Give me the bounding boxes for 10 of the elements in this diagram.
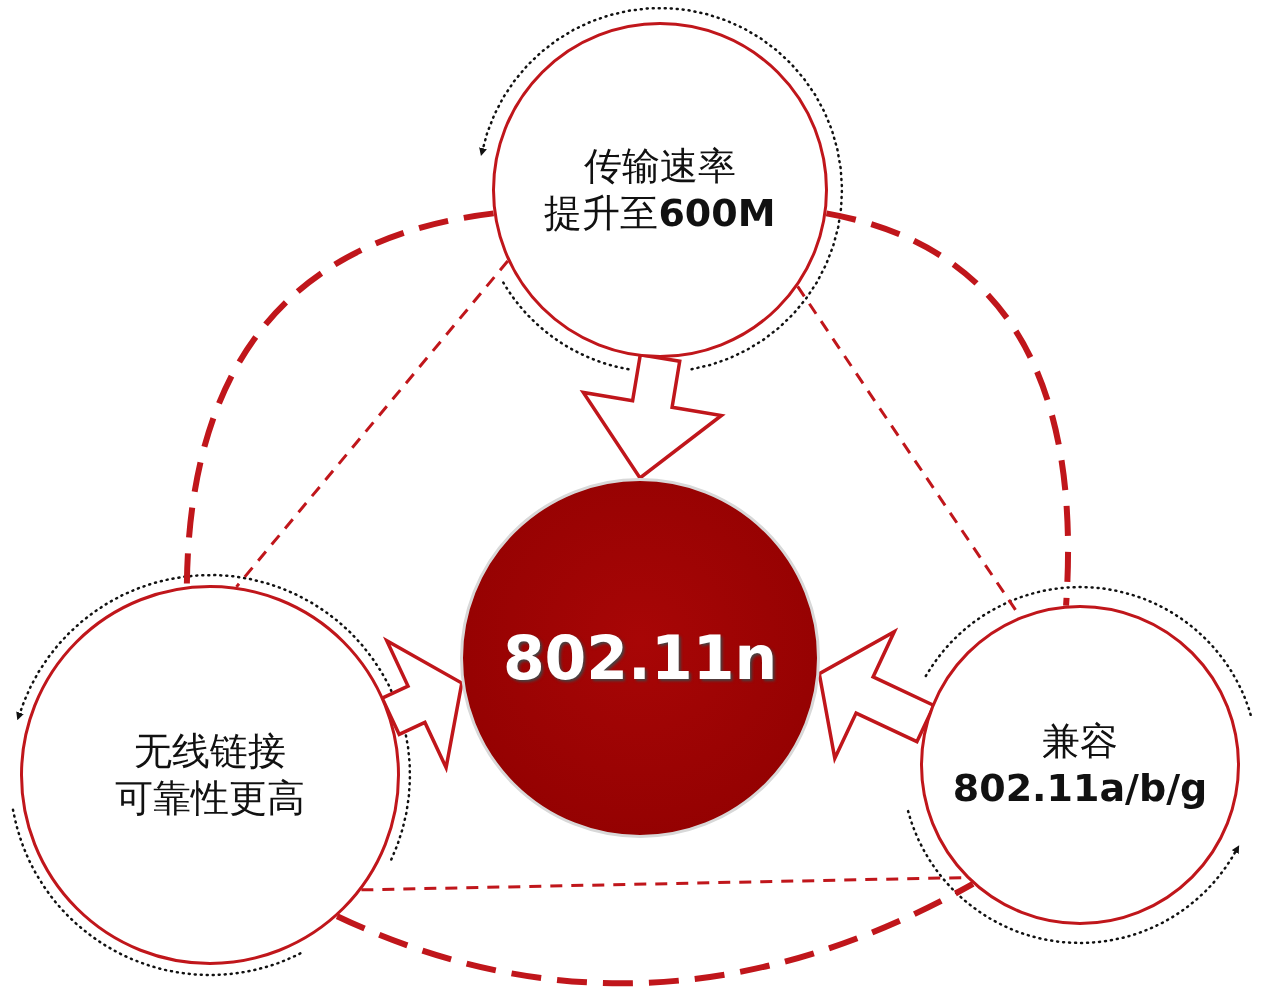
node-text: 802.11n: [502, 621, 778, 695]
node-text: 提升至600M: [544, 190, 776, 237]
node-text: 传输速率: [584, 142, 736, 190]
node-text: 可靠性更高: [115, 775, 305, 822]
dashed-line: [235, 260, 509, 588]
dashed-arc: [335, 881, 975, 986]
node-text: 802.11a/b/g: [952, 765, 1208, 812]
node-text: 兼容: [1042, 717, 1118, 765]
node-text: 无线链接: [134, 727, 286, 775]
dashed-arc: [825, 210, 1071, 606]
